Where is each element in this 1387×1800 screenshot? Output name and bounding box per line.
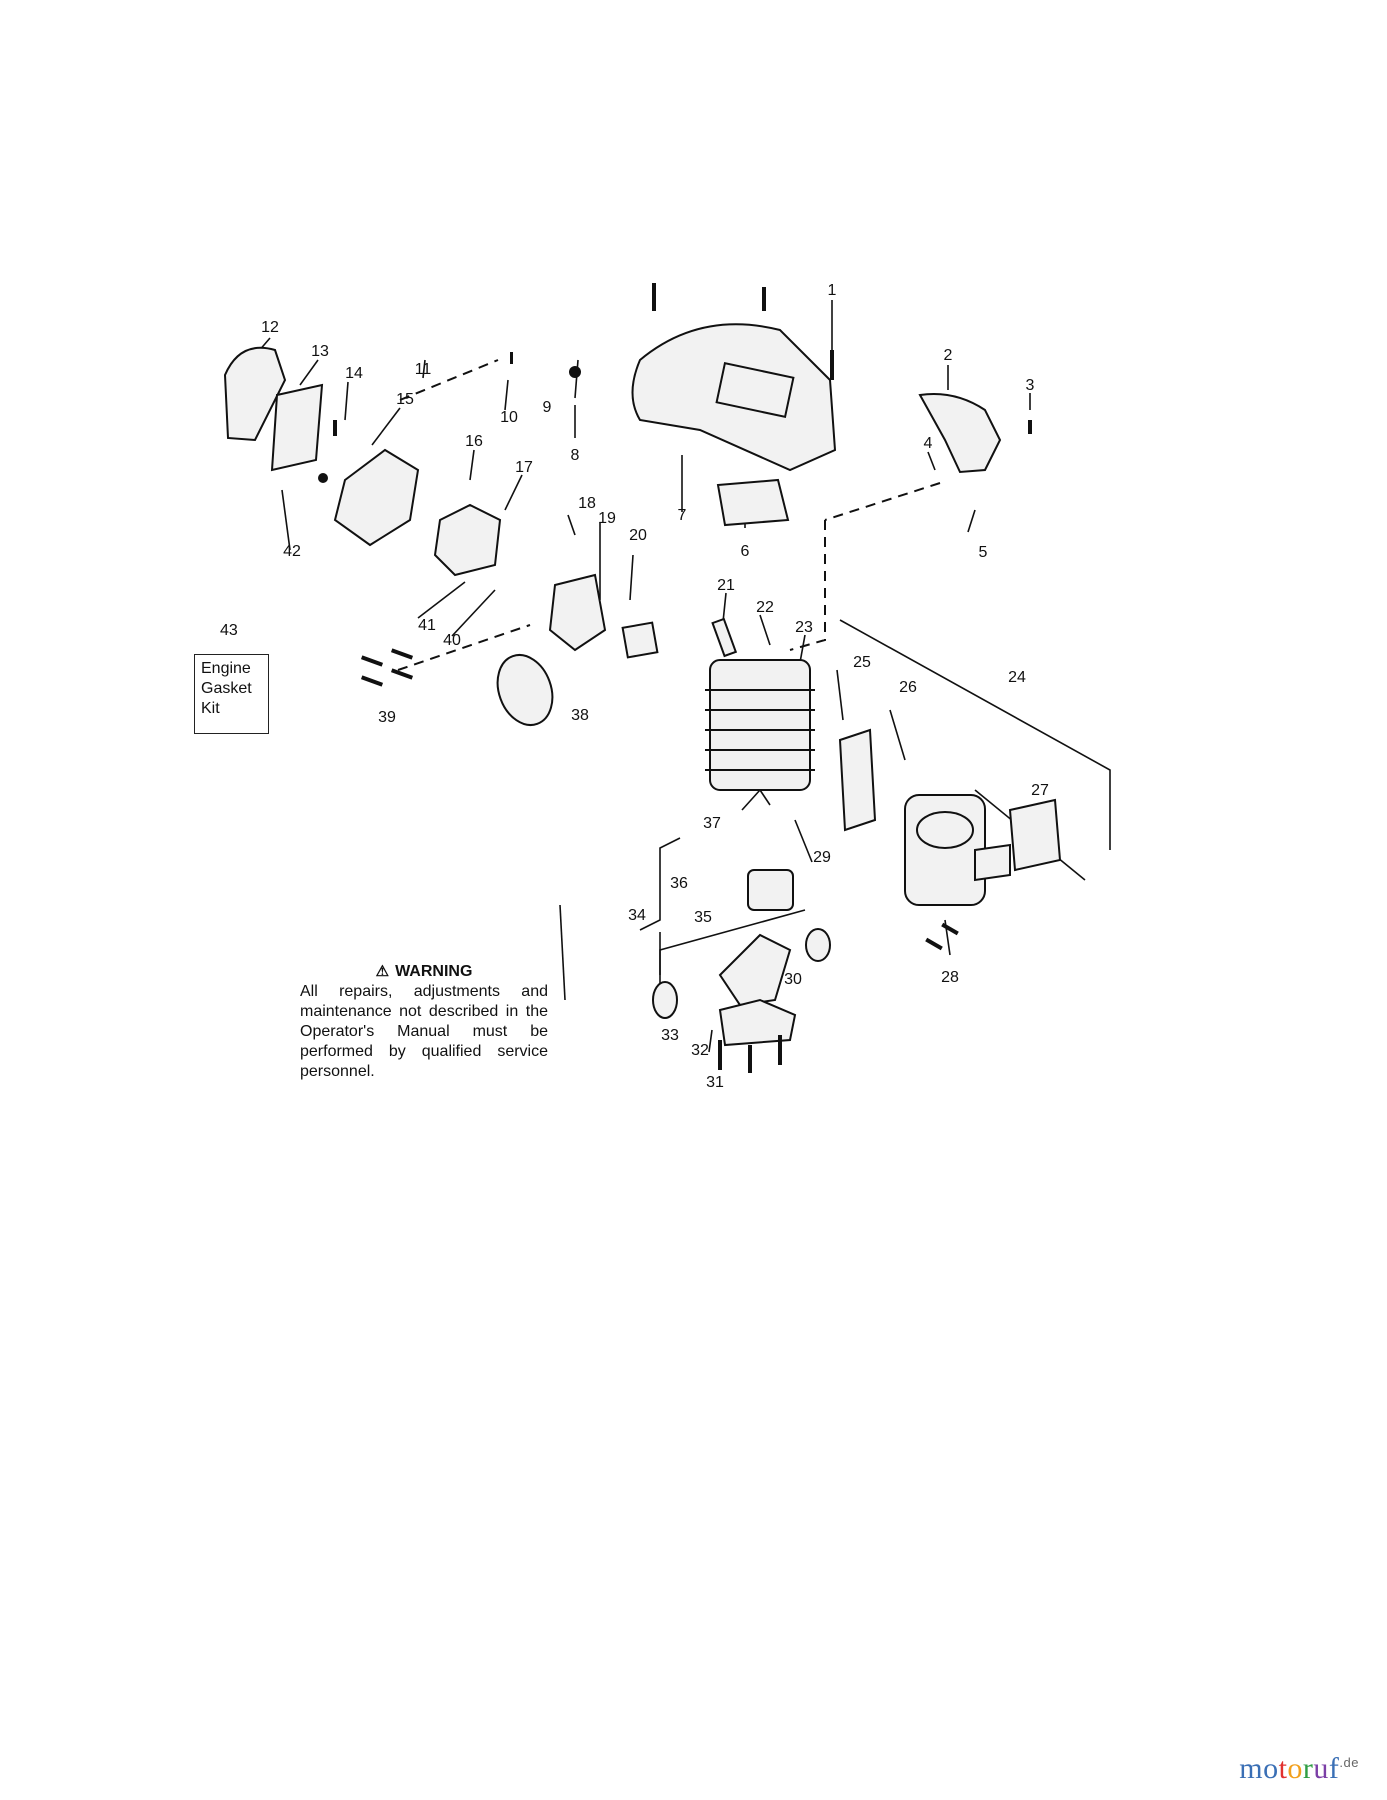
part-number-2: 2	[944, 347, 953, 364]
watermark-letter: f	[1328, 1752, 1340, 1785]
part-number-42: 42	[283, 543, 301, 560]
part-number-38: 38	[571, 707, 589, 724]
part-number-7: 7	[678, 507, 687, 524]
part-number-29: 29	[813, 849, 831, 866]
part-number-28: 28	[941, 969, 959, 986]
part-number-11: 11	[415, 361, 432, 378]
gasket-kit-line-3: Kit	[201, 700, 220, 717]
part-number-1: 1	[828, 282, 837, 299]
part-number-3: 3	[1026, 377, 1035, 394]
part-number-30: 30	[784, 971, 802, 988]
part-number-24: 24	[1008, 669, 1026, 686]
part-number-33: 33	[661, 1027, 679, 1044]
part-number-32: 32	[691, 1042, 709, 1059]
part-number-4: 4	[924, 435, 933, 452]
part-number-9: 9	[543, 399, 552, 416]
part-number-15: 15	[396, 391, 414, 408]
part-number-22: 22	[756, 599, 774, 616]
part-number-26: 26	[899, 679, 917, 696]
gasket-kit-box: Engine Gasket Kit	[194, 654, 269, 734]
watermark-letter: r	[1302, 1752, 1314, 1785]
part-number-31: 31	[706, 1074, 724, 1091]
part-number-21: 21	[717, 577, 735, 594]
watermark-suffix: .de	[1339, 1755, 1359, 1770]
gasket-kit-line-1: Engine	[201, 660, 251, 677]
part-number-23: 23	[795, 619, 813, 636]
part-number-35: 35	[694, 909, 712, 926]
part-number-40: 40	[443, 632, 461, 649]
watermark-letter: o	[1263, 1752, 1279, 1785]
part-number-25: 25	[853, 654, 871, 671]
part-number-27: 27	[1031, 782, 1049, 799]
gasket-kit-number: 43	[220, 622, 238, 639]
warning-notice: ⚠ WARNING All repairs, adjustments and m…	[300, 962, 548, 1082]
watermark-logo: motoruf.de	[1239, 1752, 1359, 1786]
warning-title: WARNING	[395, 963, 473, 980]
part-number-10: 10	[500, 409, 518, 426]
watermark-letters: motoruf	[1239, 1752, 1339, 1785]
part-number-16: 16	[465, 433, 483, 450]
watermark-letter: o	[1287, 1752, 1303, 1785]
watermark-letter: m	[1239, 1752, 1264, 1785]
part-number-18: 18	[578, 495, 596, 512]
warning-text: All repairs, adjustments and maintenance…	[300, 983, 548, 1080]
part-number-13: 13	[311, 343, 329, 360]
watermark-letter: u	[1313, 1752, 1329, 1785]
part-number-14: 14	[345, 365, 363, 382]
warning-triangle-icon: ⚠	[375, 963, 390, 980]
part-number-34: 34	[628, 907, 646, 924]
part-number-8: 8	[571, 447, 580, 464]
part-number-6: 6	[741, 543, 750, 560]
part-number-17: 17	[515, 459, 533, 476]
watermark-letter: t	[1278, 1752, 1288, 1785]
part-number-36: 36	[670, 875, 688, 892]
part-number-37: 37	[703, 815, 721, 832]
part-number-19: 19	[598, 510, 616, 527]
gasket-kit-line-2: Gasket	[201, 680, 252, 697]
part-number-20: 20	[629, 527, 647, 544]
warning-heading: ⚠ WARNING	[300, 962, 548, 982]
part-number-5: 5	[979, 544, 988, 561]
part-number-39: 39	[378, 709, 396, 726]
part-number-12: 12	[261, 319, 279, 336]
part-number-41: 41	[418, 617, 436, 634]
